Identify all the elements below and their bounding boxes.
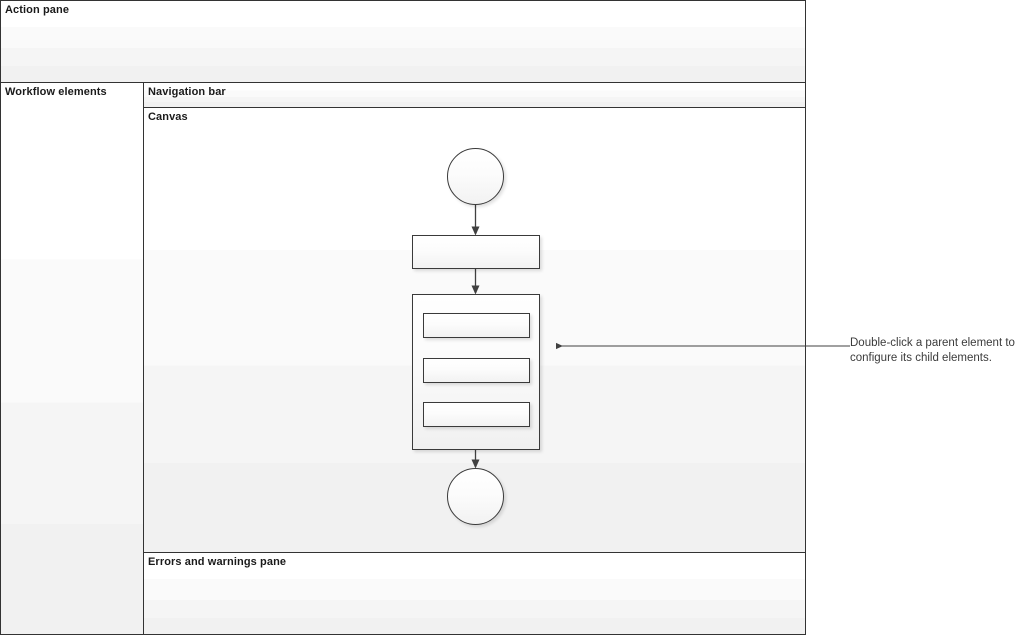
callout-text: Double-click a parent element to configu…: [850, 337, 1015, 364]
errors-and-warnings-pane[interactable]: Errors and warnings pane: [143, 552, 806, 635]
errors-and-warnings-label: Errors and warnings pane: [148, 556, 287, 568]
workflow-node-end[interactable]: [447, 468, 504, 525]
navigation-bar[interactable]: Navigation bar: [143, 82, 806, 108]
navigation-bar-label: Navigation bar: [148, 86, 226, 98]
action-pane-label: Action pane: [5, 4, 70, 16]
workflow-node-child-3[interactable]: [423, 402, 530, 427]
workflow-node-child-1[interactable]: [423, 313, 530, 338]
workflow-elements-label: Workflow elements: [5, 86, 107, 98]
workflow-node-task-1[interactable]: [412, 235, 540, 269]
canvas-label: Canvas: [148, 111, 188, 123]
workflow-node-child-2[interactable]: [423, 358, 530, 383]
workflow-elements-pane[interactable]: Workflow elements: [0, 82, 144, 635]
canvas-pane[interactable]: Canvas: [143, 107, 806, 553]
canvas-surface[interactable]: [144, 108, 805, 552]
workflow-node-start[interactable]: [447, 148, 504, 205]
action-pane: Action pane: [0, 0, 806, 83]
